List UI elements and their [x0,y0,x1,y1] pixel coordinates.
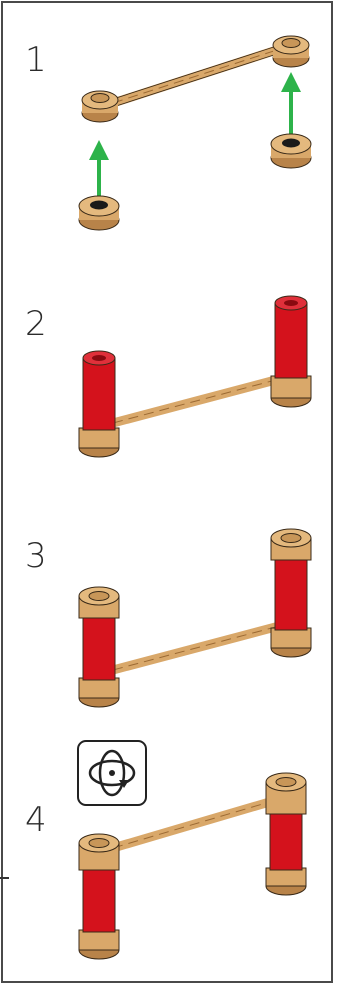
green-arrow-left [89,140,109,196]
step-2-illustration [78,295,312,458]
red-bar-left [78,350,120,458]
tan-round-plate-left-top [81,90,119,123]
rotate-model-icon [77,740,147,806]
step-3-illustration [78,528,312,708]
tan-round-plate-right-top [272,35,310,68]
post-right [270,528,312,658]
chain [111,793,285,853]
red-bar-right [270,295,312,408]
step-number: 2 [25,304,47,344]
post-right-inverted [265,772,307,896]
chain [111,620,285,675]
step-number: 4 [25,800,47,840]
green-arrow-right [281,72,301,136]
tan-plate-bottom-left [78,195,120,231]
post-left-inverted [78,833,120,960]
chain [111,373,285,428]
post-left [78,586,120,708]
step-4-illustration [78,772,307,960]
step-number: 1 [25,40,47,80]
step-1-illustration [78,35,312,231]
step-number: 3 [25,536,47,576]
tan-plate-bottom-right [270,133,312,169]
edge-mark [0,877,9,879]
chain [111,43,285,108]
